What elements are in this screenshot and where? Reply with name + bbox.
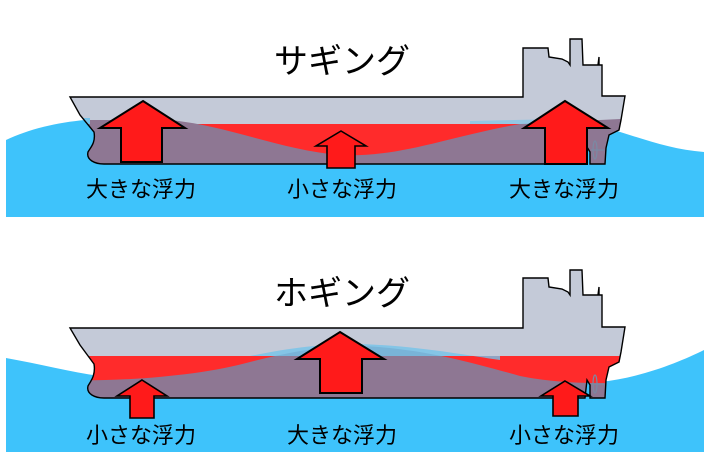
sagging-label-left: 大きな浮力 — [86, 178, 196, 203]
hogging-panel: ホギング 小さな浮力 大きな浮力 小さな浮力 — [6, 269, 704, 452]
sagging-title: サギング — [274, 42, 410, 82]
hogging-label-right: 小さな浮力 — [509, 424, 619, 449]
hogging-arrow-left-small — [114, 379, 170, 419]
hogging-arrow-right-small — [538, 380, 593, 417]
hogging-title: ホギング — [274, 274, 410, 314]
sagging-label-right: 大きな浮力 — [509, 178, 619, 203]
sagging-propeller-icon — [591, 140, 604, 160]
sagging-arrow-right-large — [520, 99, 612, 165]
sagging-arrow-center-small — [313, 130, 369, 169]
hogging-arrow-center-large — [293, 330, 388, 394]
hogging-label-center: 大きな浮力 — [287, 424, 397, 449]
sagging-label-center: 小さな浮力 — [287, 178, 397, 203]
sagging-arrow-left-large — [96, 99, 189, 163]
hogging-label-left: 小さな浮力 — [86, 424, 196, 449]
sagging-panel: サギング 大きな浮力 小さな浮力 大きな浮力 — [6, 38, 704, 217]
hogging-propeller-icon — [591, 374, 604, 394]
